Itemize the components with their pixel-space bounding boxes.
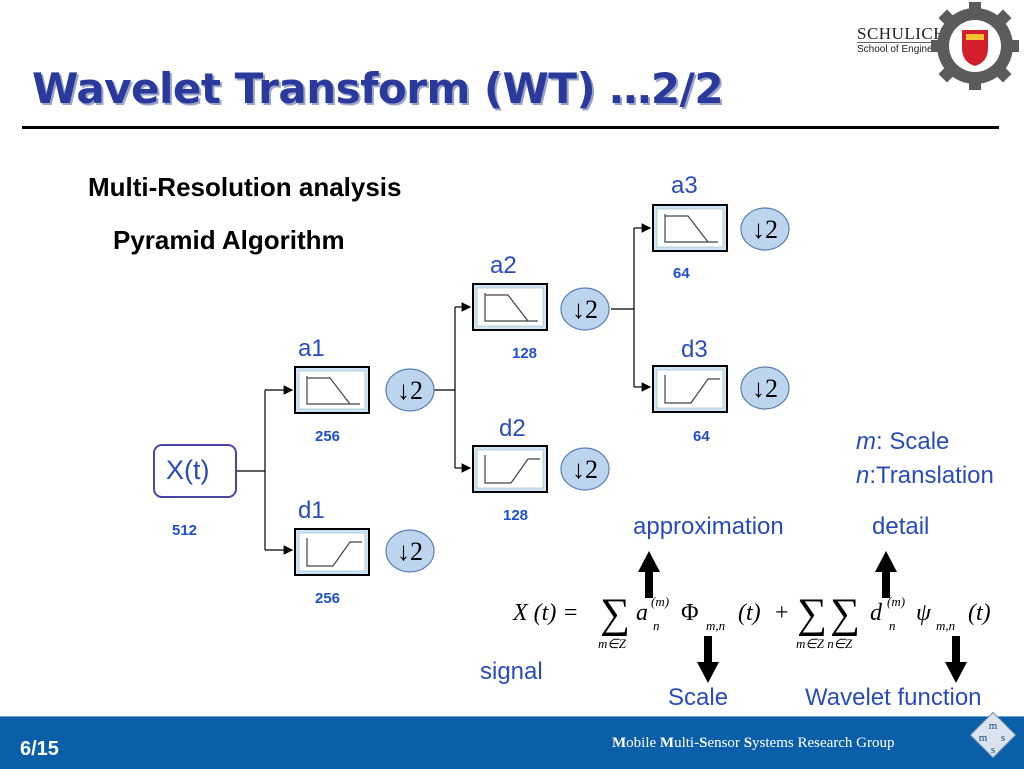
connector-lines xyxy=(237,223,652,555)
logo-divider xyxy=(857,42,941,43)
downsample-a2 xyxy=(560,287,610,331)
footer-bar xyxy=(0,716,1024,769)
sum-symbol: ∑ xyxy=(830,591,860,637)
label-signal: signal xyxy=(480,658,543,685)
downsample-label: ↓2 xyxy=(572,295,598,324)
highpass-filter-d2 xyxy=(472,445,548,493)
label-d1: d1 xyxy=(298,497,325,524)
size-d2: 128 xyxy=(503,507,529,524)
size-d3: 64 xyxy=(693,428,710,445)
arg-t: (t) xyxy=(968,600,991,626)
downsample-label: ↓2 xyxy=(752,215,778,244)
lowpass-filter-a1 xyxy=(294,366,370,414)
downsample-label: ↓2 xyxy=(752,374,778,403)
plus-sign: + xyxy=(775,600,789,626)
size-d1: 256 xyxy=(315,590,341,607)
superscript-m: (m) xyxy=(887,594,905,609)
coef-a: a xyxy=(636,600,648,626)
input-signal-box xyxy=(153,444,237,498)
page-number: 6/15 xyxy=(20,738,59,760)
label-scale: Scale xyxy=(668,684,729,711)
heading-multiresolution: Multi-Resolution analysis xyxy=(88,172,402,202)
downsample-label: ↓2 xyxy=(397,376,423,405)
label-d2: d2 xyxy=(499,415,526,442)
arg-t: (t) xyxy=(738,600,761,626)
size-a3: 64 xyxy=(673,265,690,282)
label-d3: d3 xyxy=(681,336,708,363)
downsample-d3 xyxy=(740,366,790,410)
sum-index: m∈Z n∈Z xyxy=(796,636,853,651)
title-divider xyxy=(22,126,999,129)
subscript-n: n xyxy=(889,618,896,633)
downsample-label: ↓2 xyxy=(572,455,598,484)
downsample-a1 xyxy=(385,368,435,412)
logo-name: SCHULICH xyxy=(857,24,947,43)
sum-index: m∈Z xyxy=(598,636,627,651)
sum-symbol: ∑ xyxy=(797,591,827,637)
label-a1: a1 xyxy=(298,335,325,362)
subscript-n: n xyxy=(653,618,660,633)
size-a1: 256 xyxy=(315,428,341,445)
equation-arrows xyxy=(638,551,967,683)
lowpass-filter-a3 xyxy=(652,204,728,252)
coef-d: d xyxy=(870,600,883,626)
label-approximation: approximation xyxy=(633,513,784,540)
label-wavelet-function: Wavelet function xyxy=(805,684,982,711)
input-label: X(t) xyxy=(166,455,210,485)
subscript-mn: m,n xyxy=(936,618,955,633)
sum-symbol: ∑ xyxy=(600,591,630,637)
footer-group-name: Mobile Multi-Sensor Systems Research Gro… xyxy=(612,735,895,751)
legend-translation: n:Translation xyxy=(856,462,994,489)
legend-scale: m: Scale xyxy=(856,428,950,455)
label-a3: a3 xyxy=(671,172,698,199)
size-input: 512 xyxy=(172,522,198,539)
phi-symbol: Φ xyxy=(681,600,699,626)
downsample-d2 xyxy=(560,447,610,491)
size-a2: 128 xyxy=(512,345,538,362)
downsample-d1 xyxy=(385,529,435,573)
equation-lhs: X (t) = xyxy=(512,600,579,626)
label-a2: a2 xyxy=(490,252,517,279)
lowpass-filter-a2 xyxy=(472,283,548,331)
heading-pyramid: Pyramid Algorithm xyxy=(113,225,345,255)
psi-symbol: ψ xyxy=(916,600,932,626)
highpass-filter-d3 xyxy=(652,365,728,413)
slide-title: Wavelet Transform (WT) …2/2 xyxy=(32,64,724,113)
wavelet-equation: X (t) = ∑ m∈Z a (m) n Φ m,n (t) + ∑ ∑ m∈… xyxy=(512,591,991,651)
highpass-filter-d1 xyxy=(294,528,370,576)
label-detail: detail xyxy=(872,513,930,540)
logo-subtitle: School of Engineering xyxy=(857,44,955,55)
superscript-m: (m) xyxy=(651,594,669,609)
subscript-mn: m,n xyxy=(706,618,725,633)
downsample-label: ↓2 xyxy=(397,537,423,566)
downsample-a3 xyxy=(740,207,790,251)
